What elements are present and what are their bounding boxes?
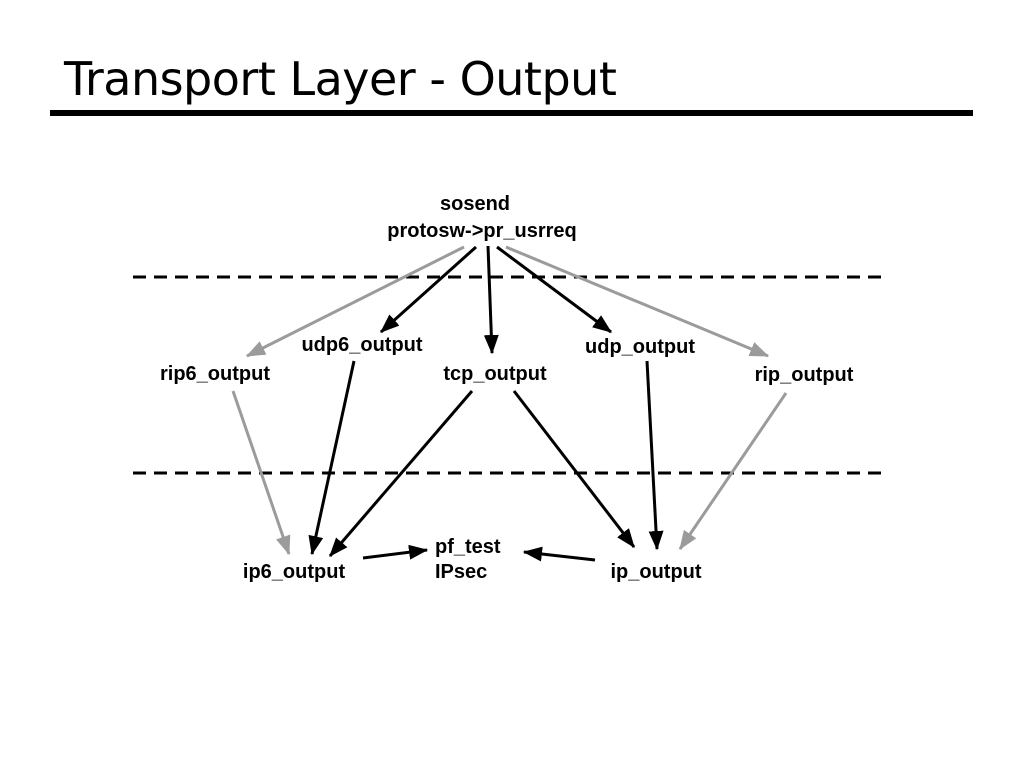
edge-udp6-to-ip6: [308, 360, 356, 556]
edge-sosend-to-rip: [505, 245, 770, 358]
node-rip6: rip6_output: [160, 363, 270, 385]
node-pf: pf_test: [435, 536, 501, 558]
edge-ip6-to-pf: [362, 544, 429, 560]
edge-arrows: [231, 245, 788, 562]
edge-sosend-to-tcp: [483, 245, 499, 355]
node-ipsec: IPsec: [435, 561, 488, 583]
page-title: Transport Layer - Output: [64, 52, 617, 106]
node-udp6: udp6_output: [301, 334, 423, 356]
node-protosw: protosw->pr_usrreq: [387, 220, 577, 242]
edge-tcp-to-ip: [512, 390, 636, 548]
edge-tcp-to-ip6: [328, 390, 474, 557]
node-rip: rip_output: [754, 364, 854, 386]
edge-sosend-to-udp: [496, 245, 612, 334]
node-ip6: ip6_output: [242, 561, 346, 583]
node-udp: udp_output: [585, 336, 695, 358]
edge-sosend-to-rip6: [245, 245, 465, 358]
edge-rip6-to-ip6: [231, 390, 291, 556]
node-ip: ip_output: [610, 561, 702, 583]
title-rule: [50, 110, 973, 116]
edge-sosend-to-udp6: [379, 245, 478, 334]
node-tcp: tcp_output: [443, 363, 547, 385]
edge-rip-to-ip: [678, 392, 788, 550]
edge-ip-to-pf: [522, 546, 596, 562]
edge-udp-to-ip: [645, 360, 664, 551]
node-sosend: sosend: [439, 193, 511, 215]
